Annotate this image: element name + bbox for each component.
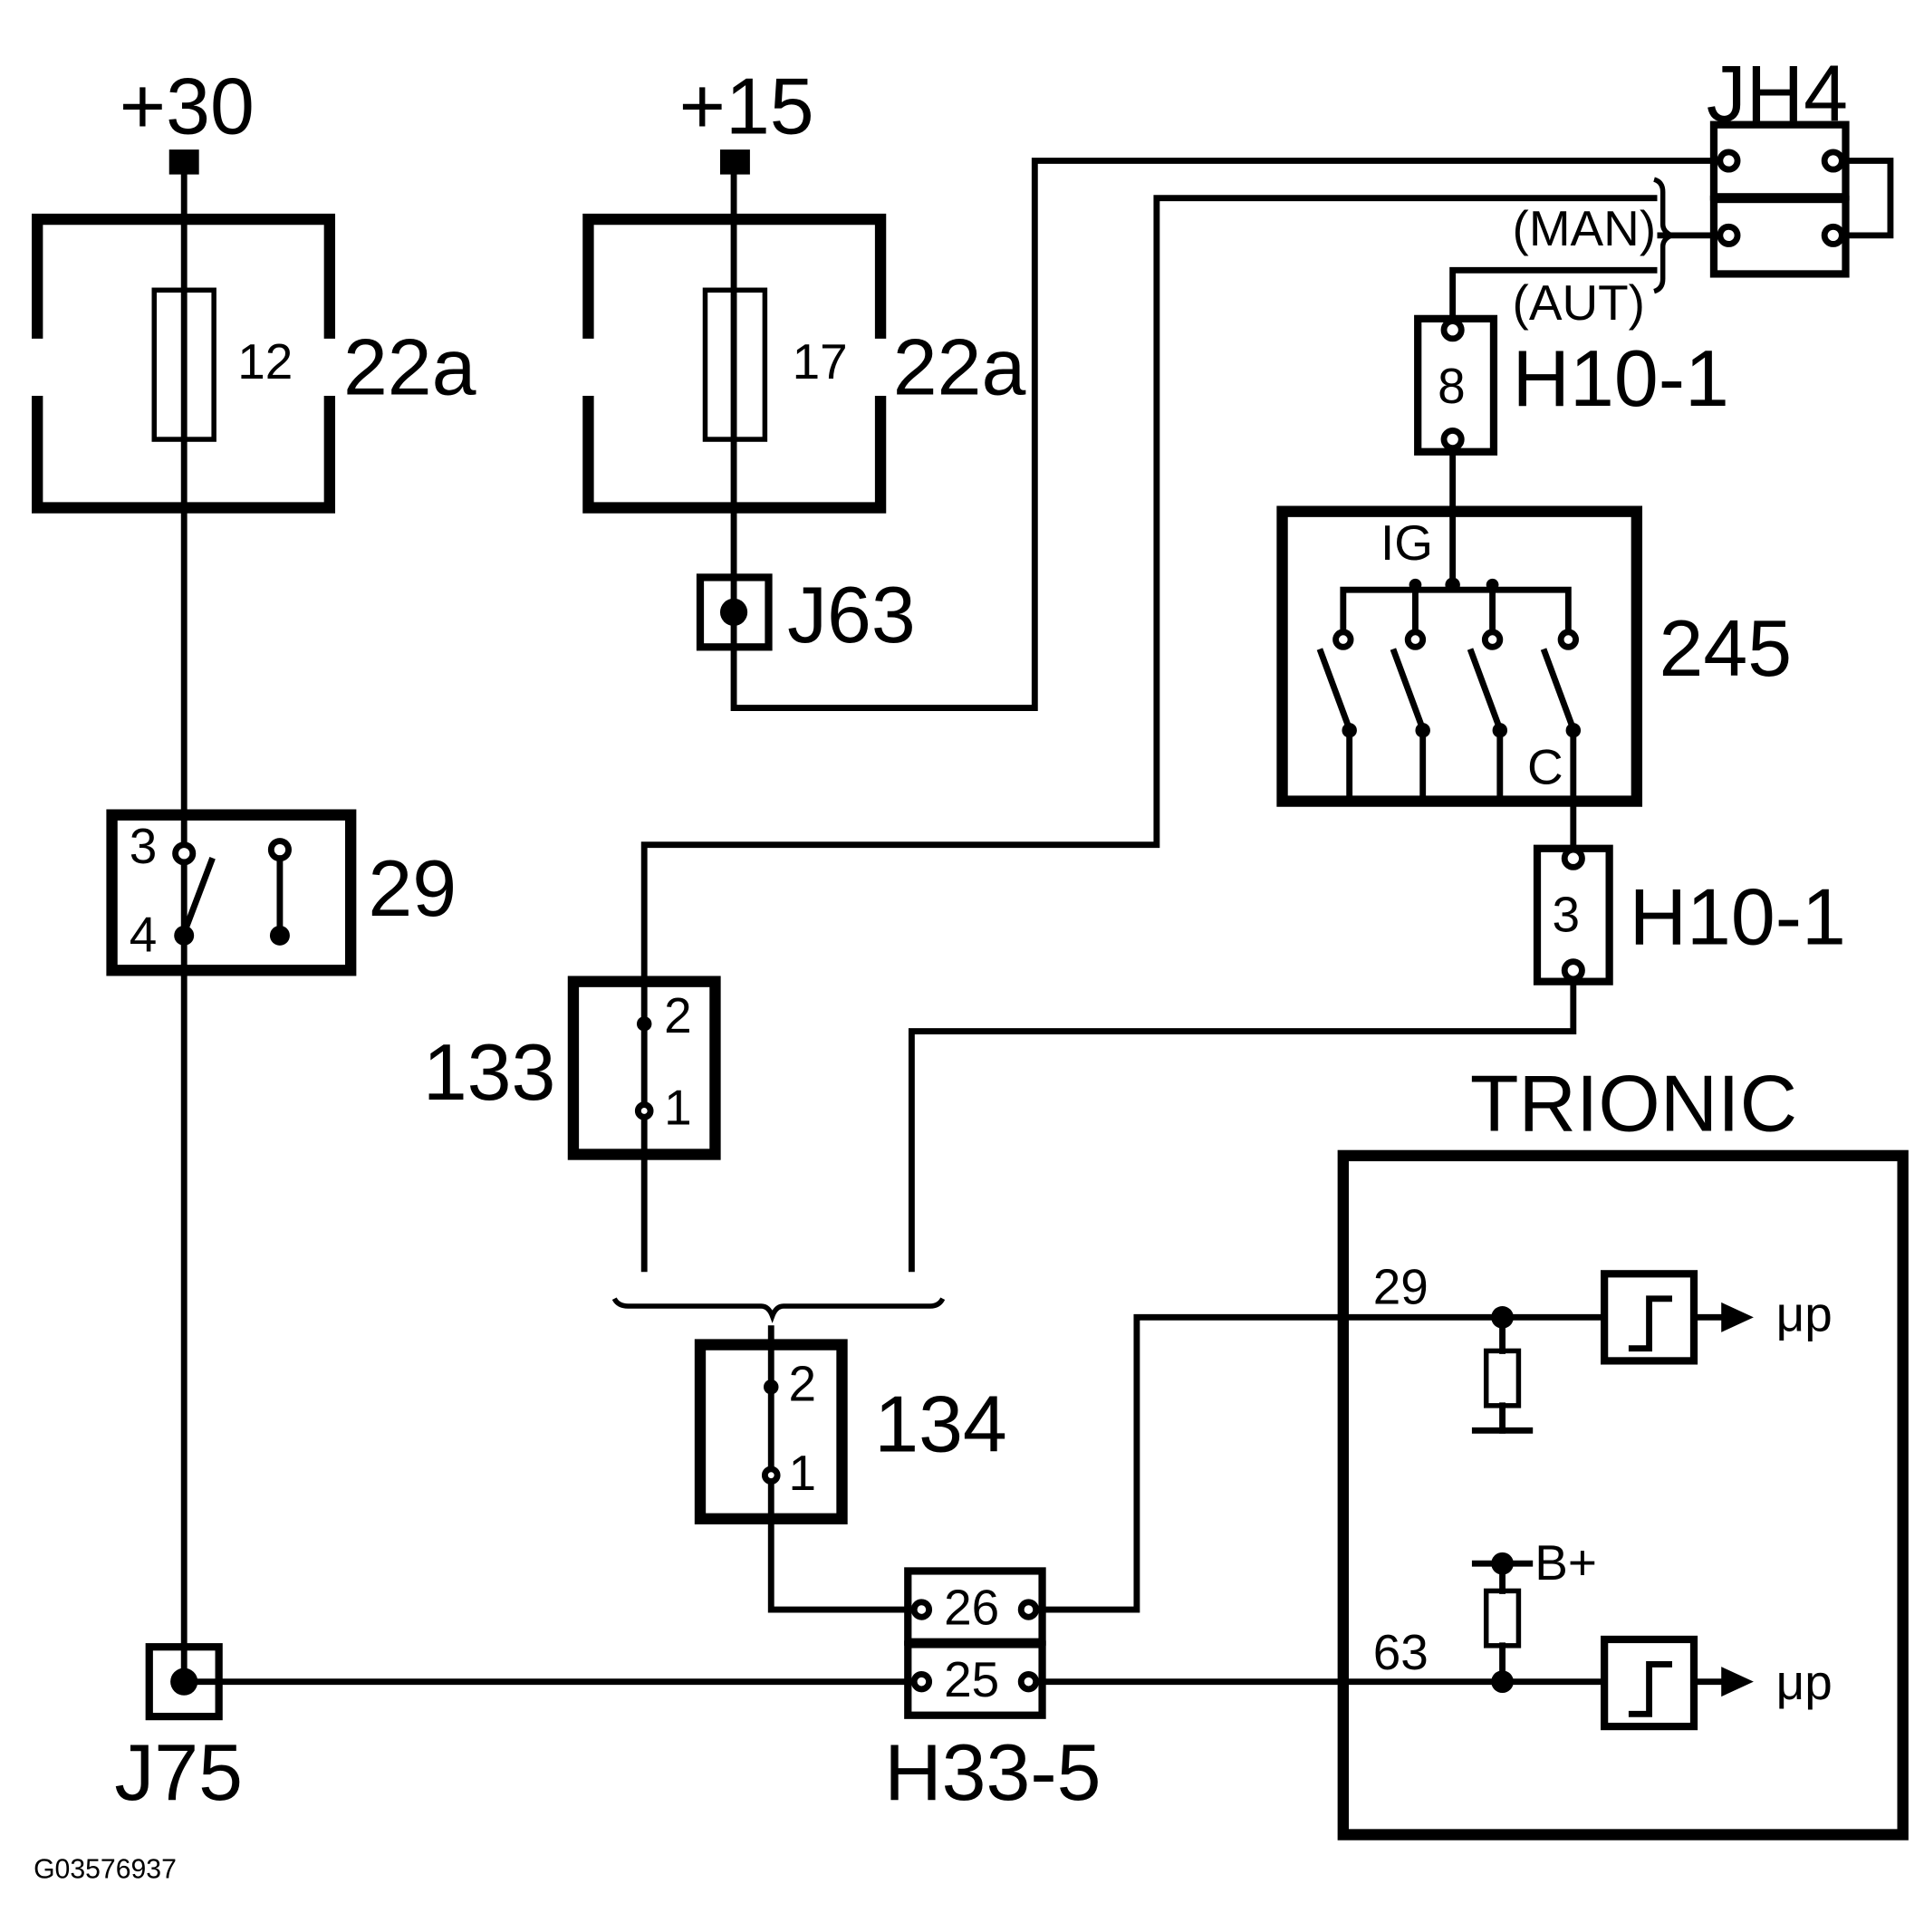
connector-jh4: JH4 (MAN) (AUT) — [1513, 49, 1850, 331]
connector-h33-5: 26 25 H33-5 — [884, 1567, 1101, 1817]
junction-j63-label: J63 — [787, 570, 916, 659]
trionic-pin29: 29 — [1373, 1258, 1429, 1314]
switch-245-label: 245 — [1659, 603, 1793, 693]
trionic-out-top: μp — [1776, 1285, 1833, 1341]
trionic-out-bottom: μp — [1776, 1654, 1833, 1710]
switch-29-label: 29 — [368, 843, 457, 933]
switch-245-c-label: C — [1527, 738, 1563, 794]
junction-j75: J75 — [114, 1643, 243, 1817]
connector-134-pin2: 2 — [788, 1355, 816, 1411]
connector-h10-1-top-pin: 8 — [1438, 358, 1466, 414]
figure-id: G03576937 — [34, 1855, 177, 1885]
supply-plus15-label: +15 — [679, 61, 814, 150]
supply-15-group: +15 — [679, 61, 814, 175]
fuse-17-number: 17 — [793, 333, 848, 389]
connector-134: 2 1 134 — [694, 1325, 1007, 1524]
jh4-man-label: (MAN) — [1513, 200, 1657, 256]
fusebox-22a-right-label: 22a — [893, 322, 1026, 412]
connector-h10-1-top-label: H10-1 — [1513, 333, 1729, 423]
fuse-12-number: 12 — [237, 333, 293, 389]
fusebox-22a-left-label: 22a — [343, 322, 476, 412]
connector-134-label: 134 — [874, 1379, 1007, 1469]
switch-29-pin4: 4 — [130, 907, 158, 963]
jh4-aut-label: (AUT) — [1513, 274, 1645, 331]
junction-j75-label: J75 — [114, 1727, 243, 1817]
switch-245-ig-label: IG — [1380, 514, 1433, 571]
connector-h10-1-bottom-pin: 3 — [1552, 887, 1580, 943]
trionic-title: TRIONIC — [1470, 1058, 1797, 1148]
trionic-pin63: 63 — [1373, 1624, 1429, 1680]
supply-30-group: +30 — [120, 61, 255, 175]
jh4-brace — [1653, 177, 1679, 294]
connector-133-label: 133 — [423, 1027, 556, 1117]
trionic-ecu: TRIONIC 29 63 μp B+ μp — [1337, 1058, 1909, 1841]
fusebox-22a-right: 17 22a — [582, 213, 1026, 514]
connector-h33-5-pin25: 25 — [944, 1651, 999, 1707]
connector-133: 2 1 133 — [423, 976, 721, 1160]
fusebox-22a-left: 12 22a — [32, 213, 476, 514]
connector-h33-5-label: H33-5 — [884, 1727, 1101, 1817]
supply-plus30-label: +30 — [120, 61, 255, 150]
supply-plus30-terminal — [168, 149, 199, 175]
connector-h10-1-bottom-label: H10-1 — [1630, 871, 1846, 961]
connector-134-pin1: 1 — [788, 1445, 816, 1501]
junction-j63: J63 — [696, 570, 916, 659]
brace-134 — [611, 1297, 946, 1323]
switch-29: 3 4 29 — [106, 809, 457, 976]
connector-h10-1-top: 8 H10-1 — [1414, 314, 1729, 456]
connector-133-pin2: 2 — [664, 987, 692, 1043]
connector-h33-5-pin26: 26 — [944, 1579, 999, 1635]
connector-133-pin1: 1 — [664, 1080, 692, 1136]
connector-h10-1-bottom: 3 H10-1 — [1533, 844, 1846, 985]
switch-29-pin3: 3 — [130, 818, 158, 874]
switch-245: IG C 245 — [1276, 505, 1793, 807]
supply-plus15-terminal — [719, 149, 750, 175]
trionic-bplus: B+ — [1534, 1534, 1597, 1591]
